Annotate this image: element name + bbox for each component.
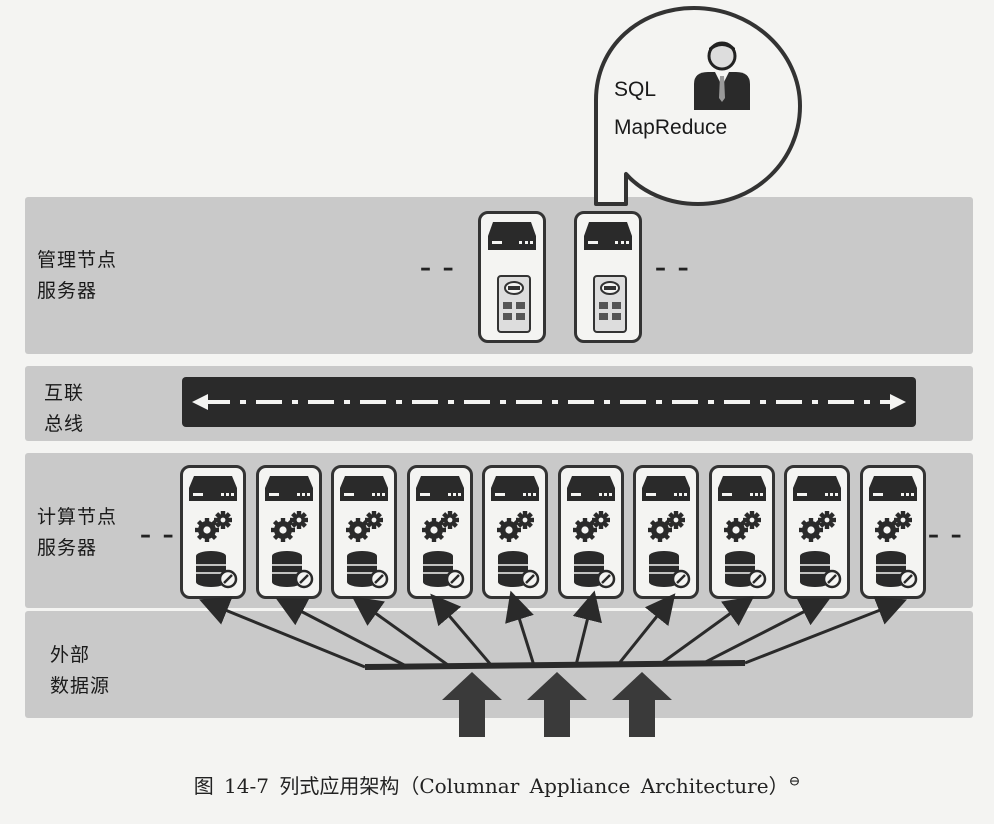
compute-node-server (331, 465, 397, 599)
compute-server-icon (340, 476, 389, 589)
server-icon (488, 222, 536, 333)
compute-server-icon (642, 476, 691, 589)
compute-layer-label: 计算节点 服务器 (37, 506, 118, 559)
compute-more-right-dashes: – – (928, 523, 964, 548)
node-feed-arrow (275, 598, 408, 668)
compute-more-left-dashes: – – (140, 523, 176, 548)
bubble-mapreduce-label: MapReduce (614, 116, 728, 139)
node-feed-arrow (430, 593, 493, 667)
bubble-sql-label: SQL (614, 78, 657, 101)
compute-node-server (256, 465, 322, 599)
inflow-arrow-1 (442, 672, 502, 737)
node-feed-arrow (659, 596, 755, 666)
node-feed-arrow (505, 590, 536, 666)
footnote-mark: ⊖ (788, 773, 801, 790)
figure-title: 列式应用架构（Columnar Appliance Architecture） (279, 774, 789, 798)
compute-server-icon (189, 476, 238, 589)
node-feed-arrow (199, 596, 366, 669)
node-feed-arrow (572, 590, 602, 666)
inflow-arrow-2 (527, 672, 587, 737)
compute-server-icon (869, 476, 918, 589)
management-layer-label: 管理节点 服务器 (37, 249, 118, 302)
node-feed-arrow (702, 598, 831, 665)
compute-server-icon (265, 476, 314, 589)
interconnect-bus (182, 377, 916, 427)
compute-node-server (784, 465, 850, 599)
node-feed-arrow (744, 596, 907, 665)
compute-node-server (558, 465, 624, 599)
compute-server-icon (793, 476, 842, 589)
compute-node-server (860, 465, 926, 599)
compute-server-icon (416, 476, 465, 589)
compute-server-icon (567, 476, 616, 589)
compute-node-server (482, 465, 548, 599)
external-source-layer-label: 外部 数据源 (50, 644, 111, 697)
inflow-arrow-3 (612, 672, 672, 737)
figure-number: 图 14-7 (193, 774, 269, 798)
user-speech-bubble (594, 6, 802, 206)
compute-node-server (633, 465, 699, 599)
server-icon (584, 222, 632, 333)
compute-node-server (709, 465, 775, 599)
management-more-right-dashes: – – (655, 256, 691, 281)
bidirectional-arrow-icon (192, 394, 906, 410)
management-server-2 (574, 211, 642, 343)
interconnect-layer-label: 互联 总线 (44, 382, 85, 435)
data-flow-arrows (199, 590, 907, 737)
user-icon (694, 41, 750, 110)
management-more-left-dashes: – – (420, 256, 456, 281)
figure-caption: 图 14-7 列式应用架构（Columnar Appliance Archite… (0, 770, 994, 799)
node-feed-arrow (617, 593, 676, 666)
compute-server-icon (491, 476, 540, 589)
compute-node-server (180, 465, 246, 599)
management-server-1 (478, 211, 546, 343)
node-feed-arrow (351, 596, 451, 668)
compute-server-icon (718, 476, 767, 589)
collector-line (364, 660, 746, 670)
compute-node-server (407, 465, 473, 599)
